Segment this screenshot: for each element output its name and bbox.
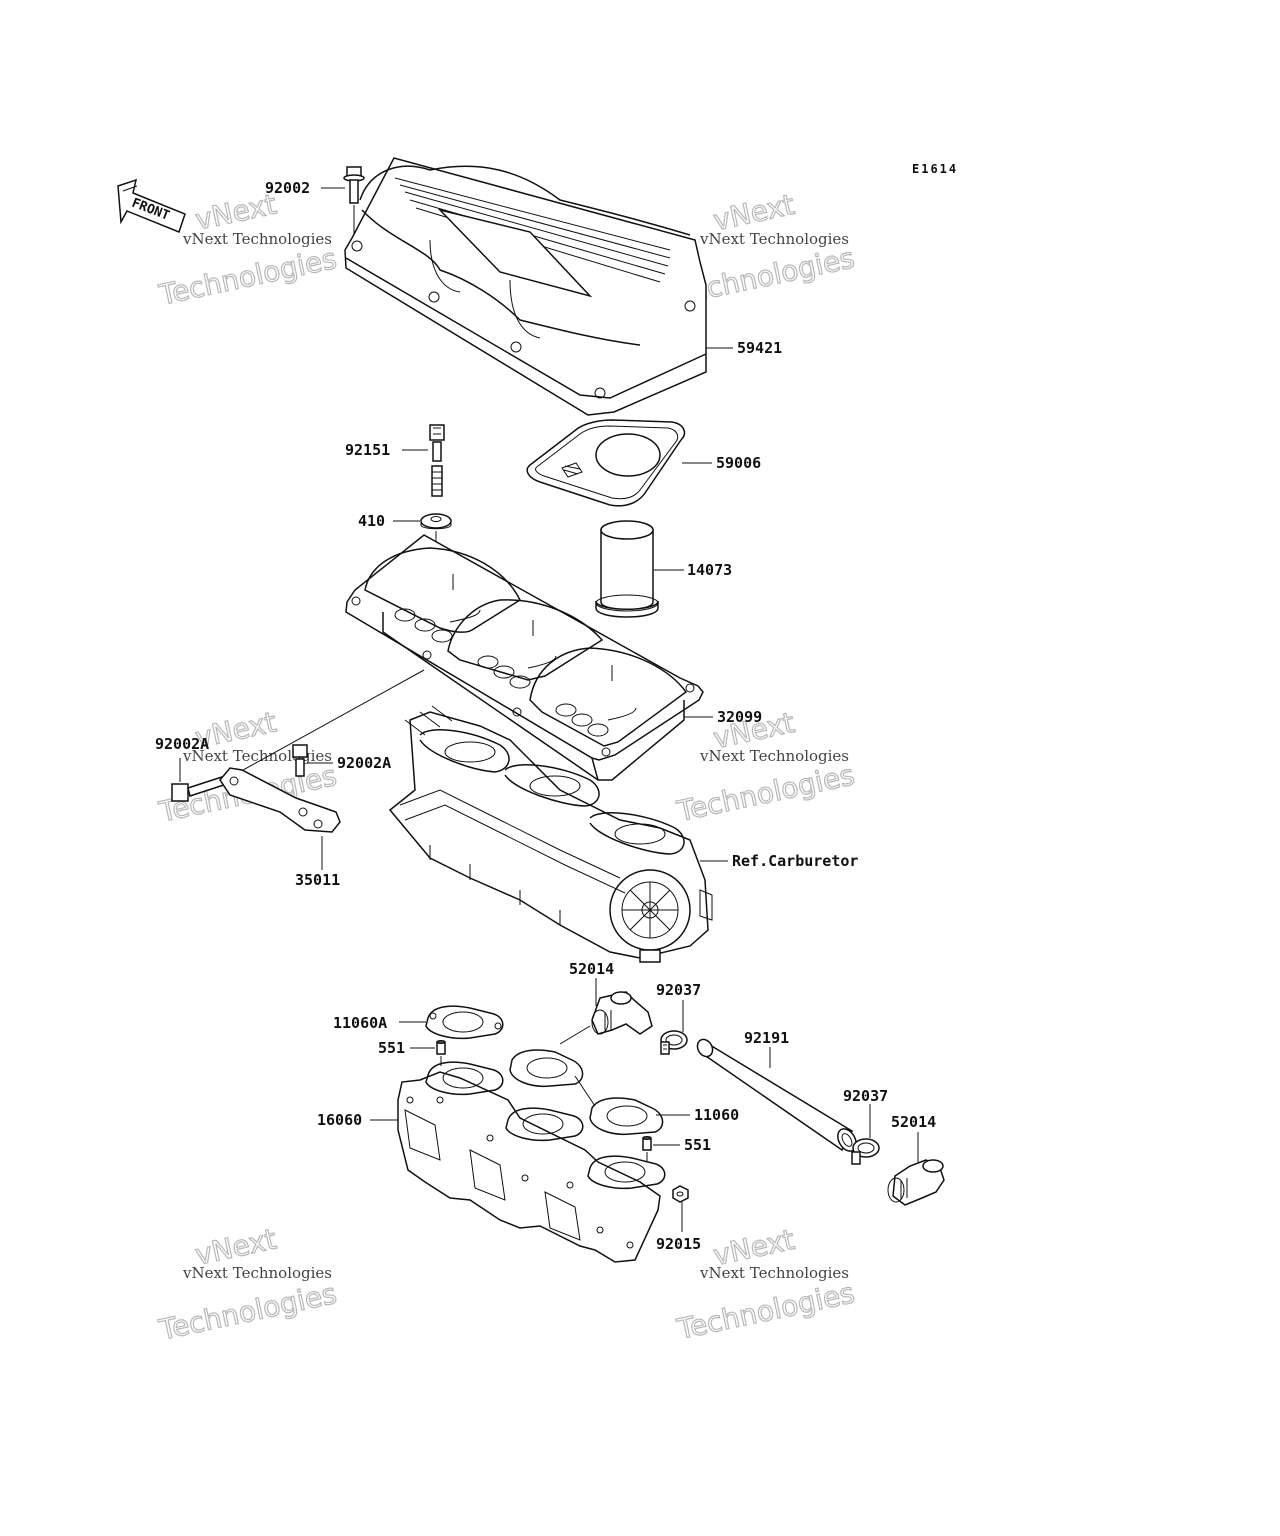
label-59006: 59006 (716, 454, 761, 472)
svg-text:Technologies: Technologies (156, 1277, 340, 1347)
filter-14073 (595, 520, 659, 618)
label-92151: 92151 (345, 441, 390, 459)
watermark-bottom-right: vNext vNext Technologies Technologies (673, 1222, 858, 1347)
elbow-52014-right (887, 1159, 945, 1206)
label-59421: 59421 (737, 339, 782, 357)
label-52014-top: 52014 (569, 960, 614, 978)
label-92015: 92015 (656, 1235, 701, 1253)
label-92002-top: 92002 (265, 179, 310, 197)
gasket-11060a (425, 1005, 504, 1040)
label-16060: 16060 (317, 1111, 362, 1129)
bolt-92151 (429, 424, 445, 497)
label-410: 410 (358, 512, 385, 530)
svg-text:vNext Technologies: vNext Technologies (182, 230, 332, 248)
watermark-top-left: vNext vNext Technologies Technologies (155, 187, 340, 313)
label-551-right: 551 (684, 1136, 711, 1154)
label-92037-top: 92037 (656, 981, 701, 999)
gasket-59006 (526, 419, 686, 507)
label-92191: 92191 (744, 1029, 789, 1047)
label-11060a: 11060A (333, 1014, 387, 1032)
diagram-code: E1614 (912, 162, 958, 176)
clamp-92037-right (851, 1138, 880, 1165)
label-32099: 32099 (717, 708, 762, 726)
bolt-92002a-right (292, 744, 308, 777)
bracket-35011 (219, 767, 341, 833)
label-14073: 14073 (687, 561, 732, 579)
leader-lines (307, 187, 919, 1232)
cover-59421 (344, 157, 707, 416)
svg-text:Technologies: Technologies (674, 1276, 858, 1346)
label-92037-right: 92037 (843, 1087, 888, 1105)
nut-92015 (672, 1185, 689, 1203)
watermark-mid-right: vNext vNext Technologies Technologies (673, 705, 858, 829)
bolt-92002 (343, 166, 365, 242)
label-551-top: 551 (378, 1039, 405, 1057)
label-ref-carburetor: Ref.Carburetor (732, 852, 858, 870)
watermark-bottom-left: vNext vNext Technologies Technologies (155, 1222, 340, 1348)
svg-text:Technologies: Technologies (156, 242, 340, 312)
svg-text:vNext Technologies: vNext Technologies (699, 1264, 849, 1282)
label-52014-right: 52014 (891, 1113, 936, 1131)
label-11060: 11060 (694, 1106, 739, 1124)
clamp-92037-top (660, 1030, 688, 1055)
pin-551-right (642, 1136, 652, 1162)
carburetor-assembly (388, 705, 713, 963)
svg-text:vNext Technologies: vNext Technologies (699, 747, 849, 765)
elbow-52014-top (559, 991, 653, 1045)
svg-text:vNext Technologies: vNext Technologies (182, 1264, 332, 1282)
manifold-16060 (397, 1061, 666, 1263)
label-92002a-right: 92002A (337, 754, 391, 772)
svg-text:vNext Technologies: vNext Technologies (699, 230, 849, 248)
part-labels: 92002 59421 92151 59006 410 14073 32099 … (155, 179, 936, 1253)
label-92002a-left: 92002A (155, 735, 209, 753)
front-arrow-icon: FRONT (117, 178, 186, 233)
gasket-11060 (509, 1049, 664, 1136)
pin-551-top (436, 1040, 446, 1066)
hose-92191 (696, 1038, 857, 1152)
airbox-32099 (224, 534, 704, 781)
svg-text:Technologies: Technologies (674, 758, 858, 828)
label-35011: 35011 (295, 871, 340, 889)
